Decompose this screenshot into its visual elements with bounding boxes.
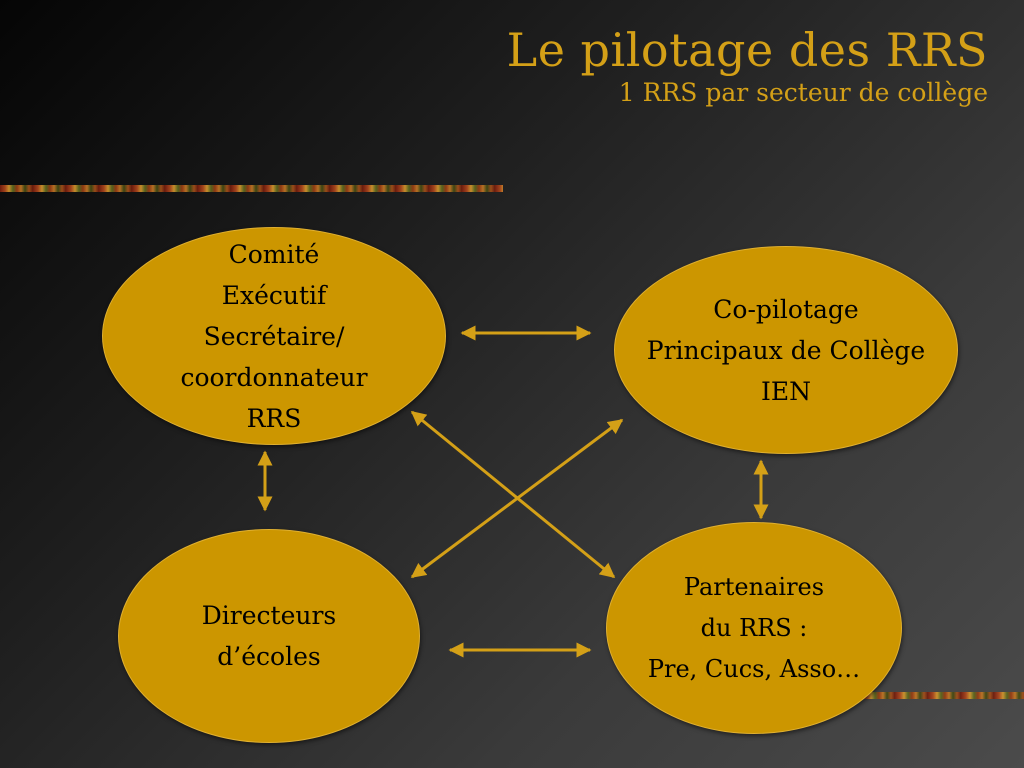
node-partenaires: Partenaires du RRS : Pre, Cucs, Asso… [606,522,902,734]
node-partenaires-label: Partenaires du RRS : Pre, Cucs, Asso… [647,572,861,683]
arrow-comite-partenaires [410,410,616,579]
node-co-pilotage: Co-pilotage Principaux de Collège IEN [614,246,958,454]
node-directeurs-ecoles: Directeurs d’écoles [118,529,420,743]
node-directeurs-label: Directeurs d’écoles [201,601,337,671]
arrow-copilotage-directeurs [410,418,624,579]
node-comite-label: Comité Exécutif Secrétaire/ coordonnateu… [180,239,368,433]
decorative-band-top [0,185,503,192]
title-block: Le pilotage des RRS 1 RRS par secteur de… [507,24,988,108]
slide-subtitle: 1 RRS par secteur de collège [618,78,988,107]
slide-title: Le pilotage des RRS [506,23,988,77]
node-comite-executif: Comité Exécutif Secrétaire/ coordonnateu… [102,227,446,445]
node-copilotage-label: Co-pilotage Principaux de Collège IEN [646,294,926,406]
decorative-band-bottom [862,692,1024,699]
